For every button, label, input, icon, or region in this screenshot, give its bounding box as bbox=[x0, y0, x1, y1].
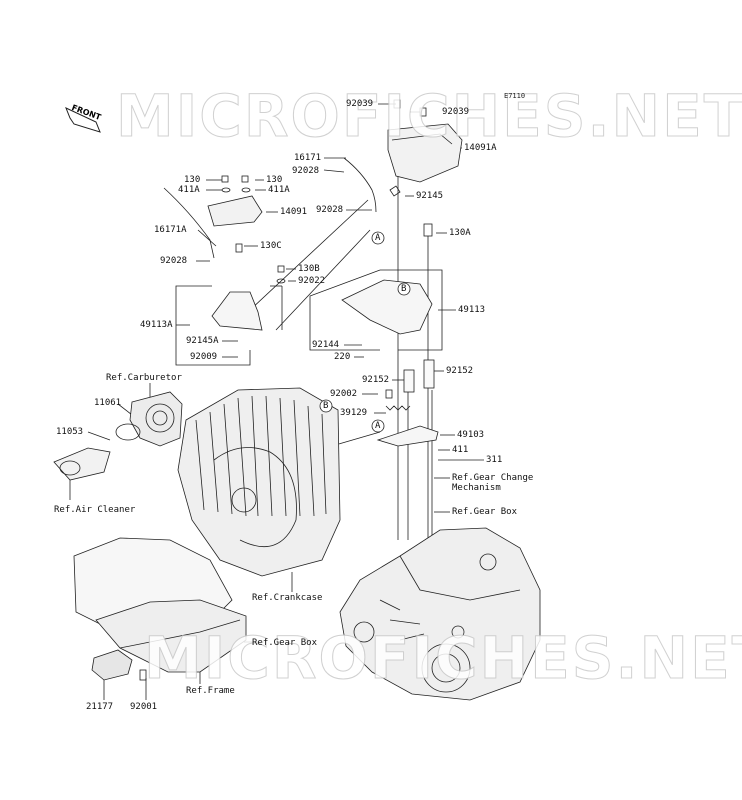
part-label: 92152 bbox=[362, 375, 390, 385]
part-label: 92028 bbox=[292, 166, 320, 176]
callout-b-2: B bbox=[323, 401, 329, 411]
part-label: 92028 bbox=[316, 205, 344, 215]
callout-b-1: B bbox=[401, 284, 407, 294]
part-label: 92028 bbox=[160, 256, 188, 266]
part-label: 130 bbox=[184, 175, 201, 185]
part-label: 92145A bbox=[186, 336, 219, 346]
part-label: 11053 bbox=[56, 427, 84, 437]
part-label: 49113A bbox=[140, 320, 173, 330]
part-label: 92144 bbox=[312, 340, 340, 350]
callout-a-1: A bbox=[375, 233, 381, 243]
ref-carburetor: Ref.Carburetor bbox=[106, 373, 182, 383]
part-label: 92001 bbox=[130, 702, 158, 712]
part-label: 16171 bbox=[294, 153, 322, 163]
diagram-code: E7110 bbox=[504, 92, 526, 100]
part-label: 39129 bbox=[340, 408, 368, 418]
part-label: 311 bbox=[486, 455, 503, 465]
part-label: 411A bbox=[268, 185, 290, 195]
ref-frame: Ref.Frame bbox=[186, 686, 235, 696]
part-label: 16171A bbox=[154, 225, 187, 235]
part-label: 220 bbox=[334, 352, 351, 362]
part-label: 49113 bbox=[458, 305, 486, 315]
part-label: 130A bbox=[449, 228, 471, 238]
part-label: 411A bbox=[178, 185, 200, 195]
part-label: 92039 bbox=[442, 107, 470, 117]
part-label: 130B bbox=[298, 264, 320, 274]
front-arrow-icon: FRONT bbox=[63, 103, 103, 125]
part-label: 92152 bbox=[446, 366, 474, 376]
front-label: FRONT bbox=[70, 103, 103, 122]
part-label: 92145 bbox=[416, 191, 444, 201]
callout-a-2: A bbox=[375, 421, 381, 431]
watermark-top: MICROFICHES.NET bbox=[115, 82, 742, 151]
part-label: 14091 bbox=[280, 207, 308, 217]
ref-gear-change-mechanism: Ref.Gear Change Mechanism bbox=[452, 473, 542, 493]
part-label: 14091A bbox=[464, 143, 497, 153]
part-label: 92022 bbox=[298, 276, 326, 286]
ref-gear-box-2: Ref.Gear Box bbox=[252, 638, 318, 648]
ref-gear-change-text: Ref.Gear Change Mechanism bbox=[452, 473, 534, 493]
ref-gear-box-1: Ref.Gear Box bbox=[452, 507, 518, 517]
part-label: 92039 bbox=[346, 99, 374, 109]
ref-crankcase: Ref.Crankcase bbox=[252, 593, 323, 603]
part-label: 11061 bbox=[94, 398, 122, 408]
part-label: 49103 bbox=[457, 430, 485, 440]
part-label: 411 bbox=[452, 445, 469, 455]
watermark-bottom: MICROFICHES.NET bbox=[143, 624, 742, 693]
part-label: 130 bbox=[266, 175, 283, 185]
ref-air-cleaner: Ref.Air Cleaner bbox=[54, 505, 136, 515]
part-label: 130C bbox=[260, 241, 282, 251]
part-label: 21177 bbox=[86, 702, 114, 712]
part-label: 92009 bbox=[190, 352, 218, 362]
part-label: 92002 bbox=[330, 389, 358, 399]
